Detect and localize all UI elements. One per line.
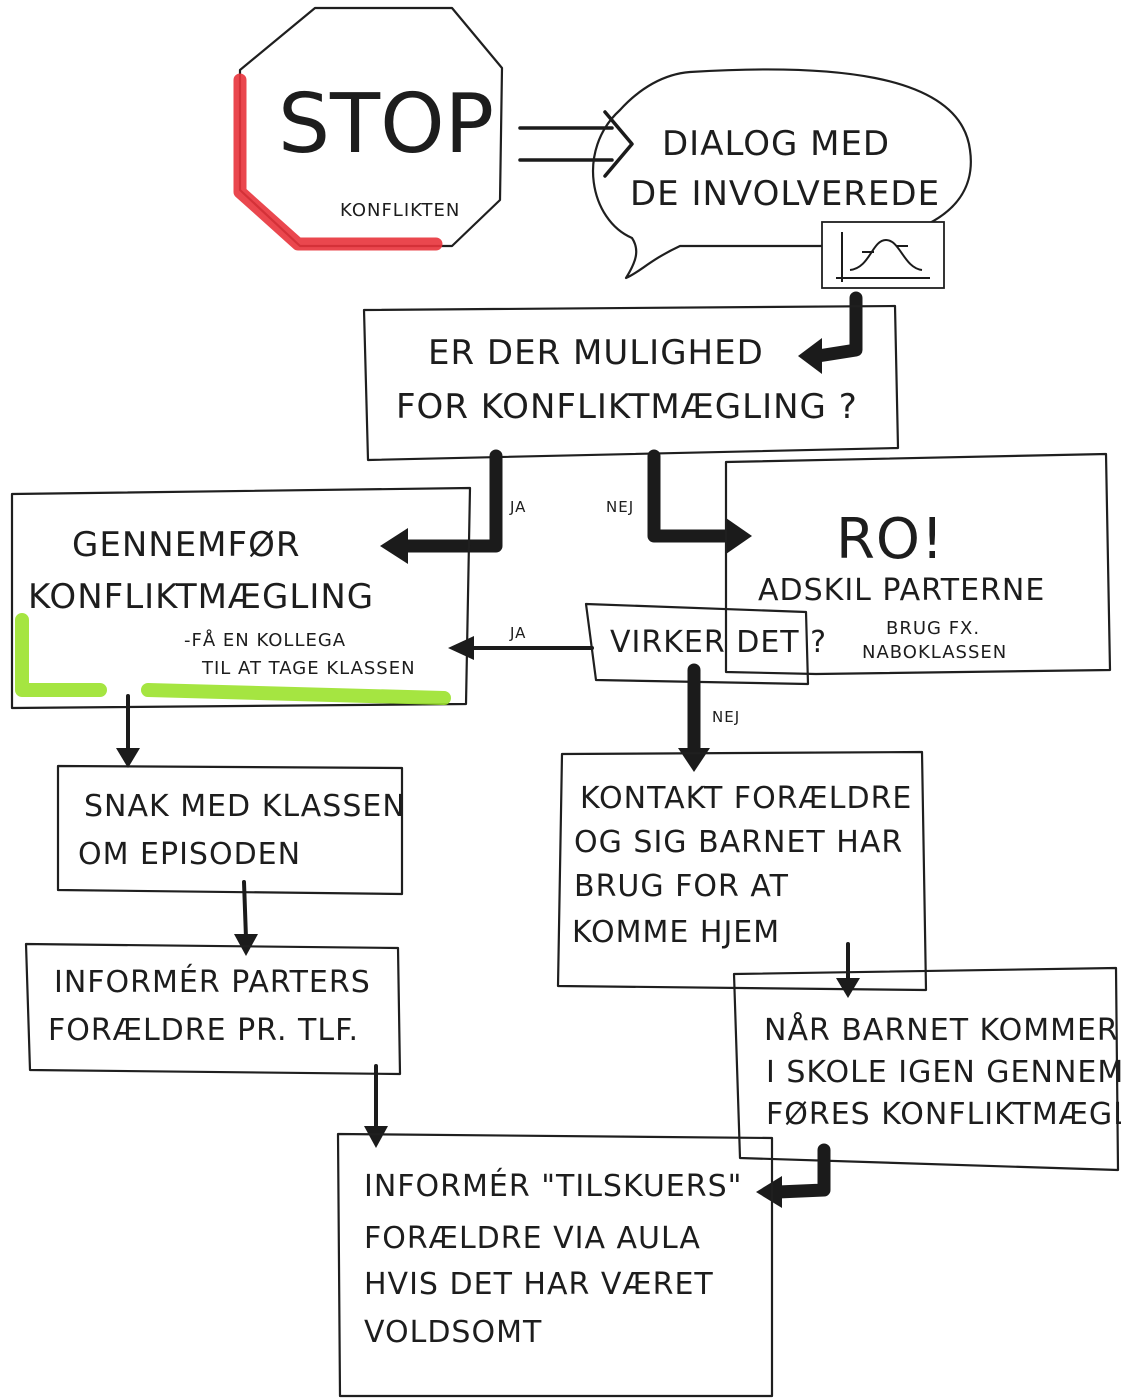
calm-title: RO!	[836, 507, 944, 572]
stop-sign: STOP KONFLIKTEN	[233, 6, 504, 251]
works-label: VIRKER DET ?	[610, 625, 827, 660]
calm-note1: BRUG FX.	[886, 618, 980, 639]
question-line1: ER DER MULIGHED	[428, 333, 764, 373]
calm-box: RO! ADSKIL PARTERNE BRUG FX. NABOKLASSEN	[724, 452, 1112, 676]
arrow-head-inform	[234, 934, 258, 956]
arrow-head-contact	[678, 748, 710, 772]
inform-parties-box: INFORMÉR PARTERS FORÆLDRE PR. TLF.	[24, 942, 402, 1076]
contact-parents-line2: OG SIG BARNET HAR	[574, 825, 903, 860]
arrow-head-works-yes	[448, 636, 474, 660]
edge-label-yes-2: JA	[509, 624, 526, 642]
arrow-question-yes	[397, 449, 503, 553]
talk-class-line2: OM EPISODEN	[78, 837, 301, 872]
return-school-box: NÅR BARNET KOMMER I SKOLE IGEN GENNEM- F…	[732, 966, 1121, 1172]
bell-curve-chart-icon	[821, 221, 945, 289]
arrow-talk-to-inform	[242, 880, 248, 940]
return-school-line3: FØRES KONFLIKTMÆGLING	[766, 1097, 1121, 1132]
mediation-line1: GENNEMFØR	[72, 525, 300, 565]
return-school-line1: NÅR BARNET KOMMER	[764, 1012, 1119, 1048]
mediation-box: GENNEMFØR KONFLIKTMÆGLING -FÅ EN KOLLEGA…	[10, 486, 472, 710]
edge-label-yes-1: JA	[509, 498, 526, 516]
mediation-line2: KONFLIKTMÆGLING	[28, 577, 374, 617]
contact-parents-line1: KONTAKT FORÆLDRE	[580, 781, 912, 816]
inform-spectators-box: INFORMÉR "TILSKUERS" FORÆLDRE VIA AULA H…	[336, 1132, 774, 1398]
arrow-head-mediation	[380, 528, 408, 564]
question-box: ER DER MULIGHED FOR KONFLIKTMÆGLING ?	[362, 304, 900, 462]
inform-parties-line1: INFORMÉR PARTERS	[54, 964, 371, 1000]
dialog-bubble-outline	[591, 68, 972, 280]
contact-parents-line4: KOMME HJEM	[572, 915, 780, 950]
question-line2: FOR KONFLIKTMÆGLING ?	[396, 387, 858, 427]
contact-parents-box: KONTAKT FORÆLDRE OG SIG BARNET HAR BRUG …	[556, 750, 928, 992]
works-box: VIRKER DET ?	[584, 602, 827, 686]
talk-class-box: SNAK MED KLASSEN OM EPISODEN	[56, 764, 406, 896]
arrow-head-question	[798, 338, 822, 374]
edge-label-no-1: NEJ	[606, 498, 634, 516]
edge-label-no-2: NEJ	[712, 708, 740, 726]
arrow-head-calm	[726, 518, 752, 554]
return-school-line2: I SKOLE IGEN GENNEM-	[766, 1055, 1121, 1090]
arrow-head-spectators	[364, 1126, 388, 1148]
stop-red-marker	[233, 73, 443, 251]
inform-spectators-line1: INFORMÉR "TILSKUERS"	[364, 1168, 742, 1204]
arrow-head-return	[836, 978, 860, 998]
arrow-head-spectators-2	[756, 1176, 782, 1208]
mediation-green-marker	[15, 613, 451, 705]
arrow-stop-to-dialog	[518, 110, 634, 178]
mediation-note1: -FÅ EN KOLLEGA	[184, 629, 346, 651]
contact-parents-line3: BRUG FOR AT	[574, 869, 789, 904]
arrow-question-no	[647, 449, 737, 543]
mediation-note2: TIL AT TAGE KLASSEN	[201, 658, 416, 679]
inform-parties-line2: FORÆLDRE PR. TLF.	[48, 1013, 359, 1048]
inform-spectators-line4: VOLDSOMT	[364, 1315, 542, 1350]
dialog-line2: DE INVOLVEREDE	[630, 174, 940, 214]
arrow-return-to-spectators	[771, 1143, 831, 1199]
dialog-bubble: DIALOG MED DE INVOLVEREDE	[591, 68, 972, 289]
stop-title: STOP	[278, 77, 494, 172]
stop-subtitle: KONFLIKTEN	[340, 200, 460, 221]
dialog-line1: DIALOG MED	[662, 124, 890, 164]
inform-spectators-line3: HVIS DET HAR VÆRET	[364, 1267, 714, 1302]
inform-spectators-line2: FORÆLDRE VIA AULA	[364, 1221, 701, 1256]
calm-line1: ADSKIL PARTERNE	[758, 573, 1045, 608]
arrow-dialog-to-question	[811, 291, 863, 363]
talk-class-line1: SNAK MED KLASSEN	[84, 789, 406, 824]
arrow-head-talk	[116, 748, 140, 768]
calm-note2: NABOKLASSEN	[862, 642, 1007, 663]
